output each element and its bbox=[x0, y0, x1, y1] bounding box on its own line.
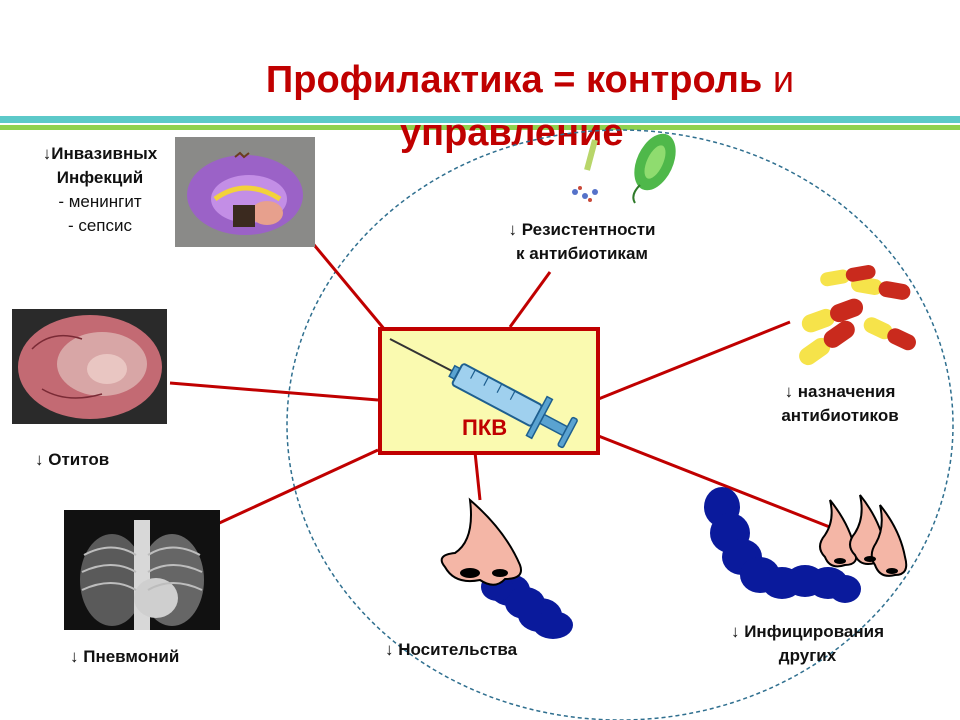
connector-prescription bbox=[595, 320, 791, 402]
connector-resistance bbox=[508, 271, 552, 328]
resistance-line1: ↓ Резистентности bbox=[508, 220, 656, 239]
teal-band bbox=[0, 116, 960, 123]
connector-infecting bbox=[595, 433, 851, 537]
resistance-line2: к антибиотикам bbox=[516, 244, 648, 263]
label-resistance: ↓ Резистентности к антибиотикам bbox=[482, 218, 682, 266]
ear-image bbox=[12, 309, 167, 424]
slide-title-line2: управление bbox=[400, 112, 624, 154]
otitis-line1: ↓ Отитов bbox=[35, 450, 110, 469]
pneumonia-line1: ↓ Пневмоний bbox=[70, 647, 180, 666]
invasive-line3: - менингит bbox=[58, 192, 142, 211]
label-pneumonia: ↓ Пневмоний bbox=[70, 645, 179, 669]
center-label: ПКВ bbox=[462, 415, 508, 440]
carriage-line1: ↓ Носительства bbox=[385, 640, 518, 659]
nose-bacteria-image bbox=[440, 497, 573, 639]
invasive-line4: - сепсис bbox=[67, 216, 133, 235]
label-prescription: ↓ назначения антибиотиков bbox=[760, 380, 920, 428]
syringe-icon bbox=[389, 338, 578, 449]
xray-image bbox=[64, 510, 220, 630]
prescription-line2: антибиотиков bbox=[781, 406, 899, 425]
slide-title-suffix: и bbox=[762, 59, 795, 101]
connector-carriage bbox=[473, 451, 482, 501]
connector-otitis bbox=[169, 381, 379, 402]
label-otitis: ↓ Отитов bbox=[35, 448, 109, 472]
slide-title-main: Профилактика = контроль bbox=[265, 59, 763, 101]
noses-bacteria-image bbox=[704, 487, 908, 603]
green-band bbox=[0, 125, 960, 130]
label-carriage: ↓ Носительства bbox=[385, 638, 517, 662]
prescription-line1: ↓ назначения bbox=[784, 382, 896, 401]
infecting-line2: других bbox=[778, 646, 837, 665]
label-invasive: ↓Инвазивных Инфекций - менингит - сепсис bbox=[25, 142, 175, 238]
invasive-line1: ↓Инвазивных bbox=[42, 144, 158, 163]
label-infecting: ↓ Инфицирования других bbox=[705, 620, 910, 668]
pills-image bbox=[799, 264, 916, 366]
slide-title: Профилактика = контроль и bbox=[0, 50, 960, 110]
bacteria-image bbox=[572, 133, 676, 204]
connector-invasive bbox=[308, 239, 387, 331]
dashed-circle bbox=[286, 129, 954, 720]
center-box: ПКВ bbox=[378, 327, 600, 455]
connector-pneumonia bbox=[214, 448, 379, 527]
invasive-line2: Инфекций bbox=[56, 168, 144, 187]
brain-image bbox=[175, 137, 315, 247]
infecting-line1: ↓ Инфицирования bbox=[730, 622, 885, 641]
